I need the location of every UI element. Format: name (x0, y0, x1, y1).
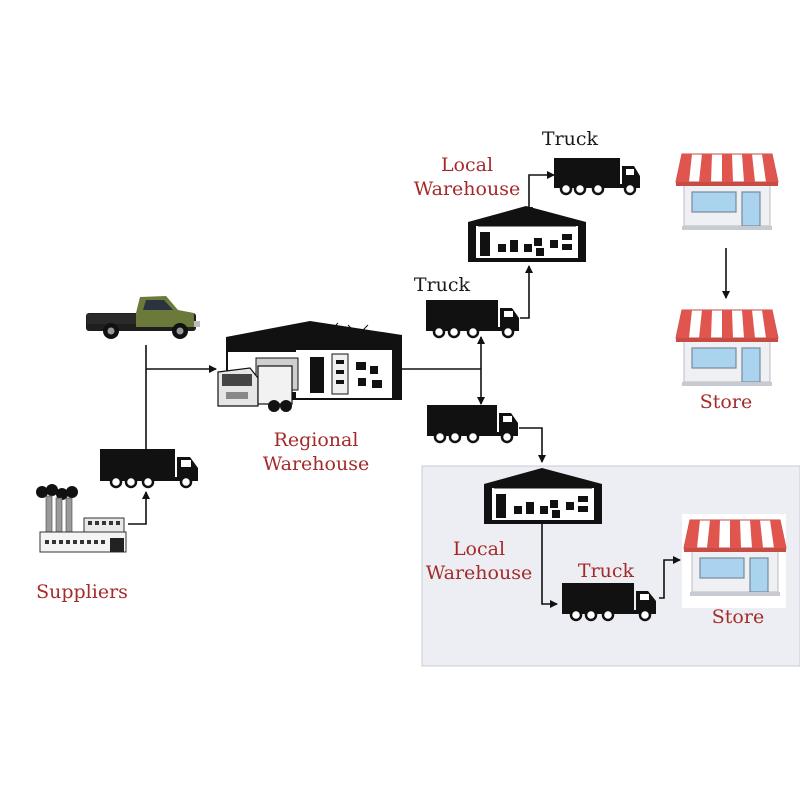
store-bottom-icon (682, 514, 787, 608)
local-warehouse-bottom-label: Local Warehouse (424, 537, 534, 585)
connector-truck-to-local-bottom (519, 427, 546, 463)
store-bottom-label: Store (711, 606, 765, 628)
factory-icon (36, 484, 127, 553)
truck-top-icon (554, 158, 640, 196)
pickup-truck-icon (86, 296, 200, 339)
local-warehouse-bottom-line2: Warehouse (425, 562, 533, 584)
truck-bottom-icon (562, 583, 656, 622)
regional-warehouse-icon (217, 321, 402, 412)
store-top-icon (675, 153, 779, 230)
local-warehouse-top-line1: Local (440, 154, 494, 176)
truck-supplier-icon (100, 449, 198, 489)
store-right-icon (675, 309, 779, 386)
local-warehouse-top-icon (468, 206, 586, 262)
connector-truck-to-store (659, 556, 681, 599)
connectors (128, 171, 730, 608)
regional-warehouse-line1: Regional (273, 429, 359, 451)
truck-bottom-label: Truck (577, 560, 635, 582)
truck-low-icon (427, 405, 518, 444)
regional-warehouse-label: Regional Warehouse (260, 428, 372, 476)
local-warehouse-bottom-line1: Local (452, 538, 506, 560)
truck-mid-icon (426, 300, 519, 339)
connector-local-to-truck-bottom (541, 524, 558, 608)
connector-truck-to-local-top (520, 265, 533, 319)
regional-warehouse-line2: Warehouse (262, 453, 370, 475)
suppliers-label: Suppliers (36, 581, 128, 603)
truck-mid-label: Truck (413, 274, 471, 296)
local-warehouse-top-line2: Warehouse (413, 178, 521, 200)
connector-local-to-truck-top (525, 171, 555, 215)
connector-supplier-to-truck (128, 491, 150, 525)
store-right-label: Store (699, 391, 753, 413)
regional-truck-icon (217, 365, 293, 412)
local-warehouse-top-label: Local Warehouse (412, 153, 522, 201)
local-warehouse-bottom-icon (484, 468, 602, 524)
truck-top-label: Truck (541, 128, 599, 150)
